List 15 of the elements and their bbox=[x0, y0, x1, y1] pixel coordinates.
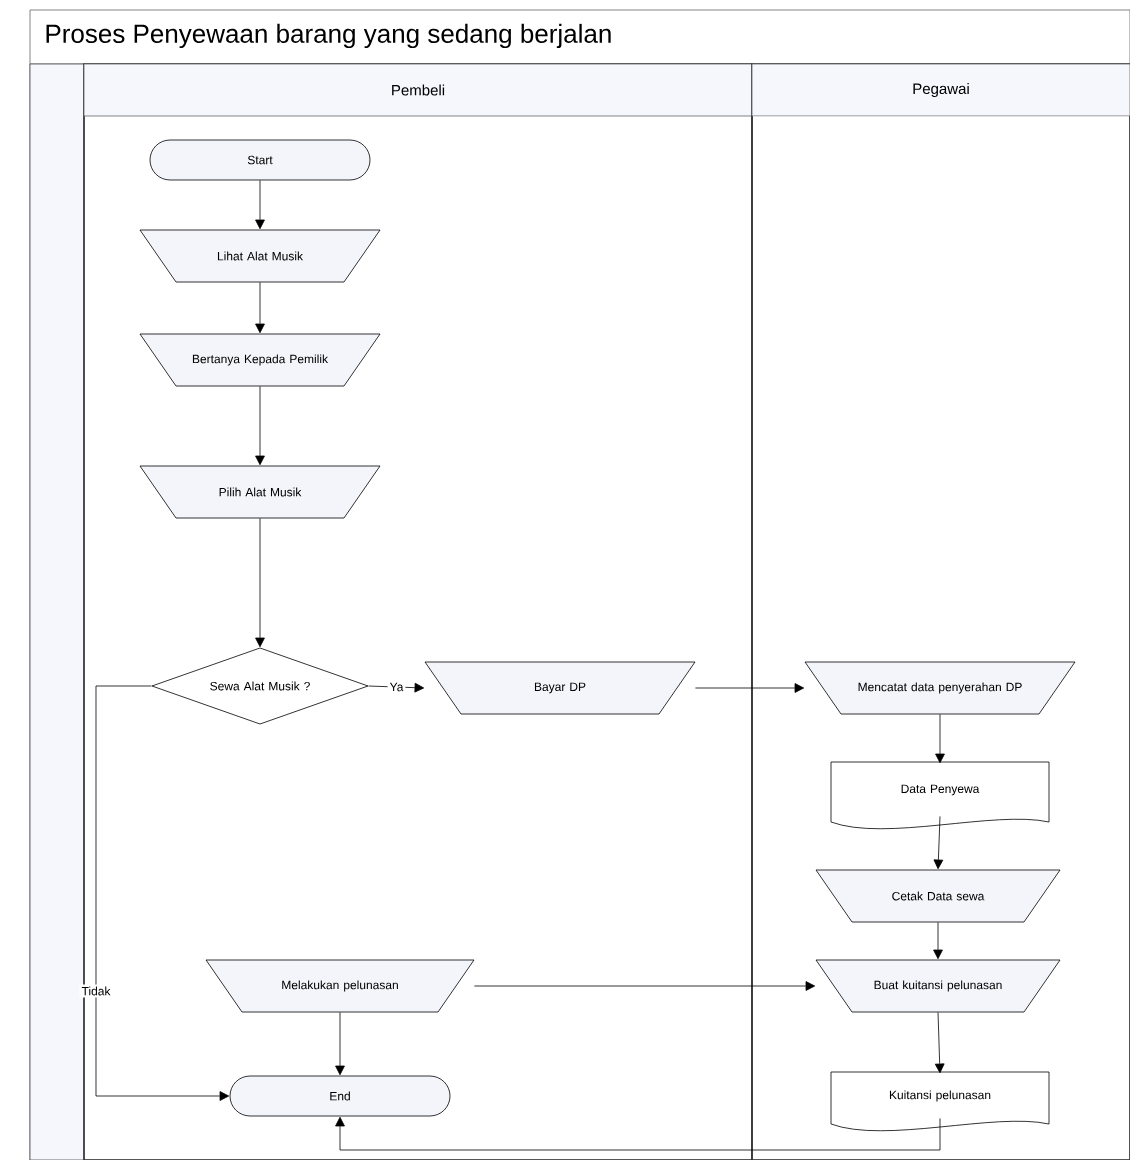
arrow bbox=[368, 682, 425, 693]
arrow bbox=[335, 1116, 941, 1151]
arrow bbox=[335, 1012, 345, 1076]
arrow bbox=[933, 816, 944, 870]
arrow bbox=[695, 683, 805, 693]
arrow bbox=[95, 685, 230, 1101]
arrow bbox=[255, 518, 265, 648]
arrow bbox=[934, 1012, 945, 1074]
arrow bbox=[255, 386, 265, 466]
title: Proses Penyewaan barang yang sedang berjalan bbox=[46, 23, 611, 49]
arrow bbox=[255, 180, 265, 230]
arrow bbox=[935, 714, 945, 764]
arrow bbox=[474, 981, 816, 991]
arrow bbox=[933, 922, 943, 960]
arrow bbox=[255, 282, 265, 334]
